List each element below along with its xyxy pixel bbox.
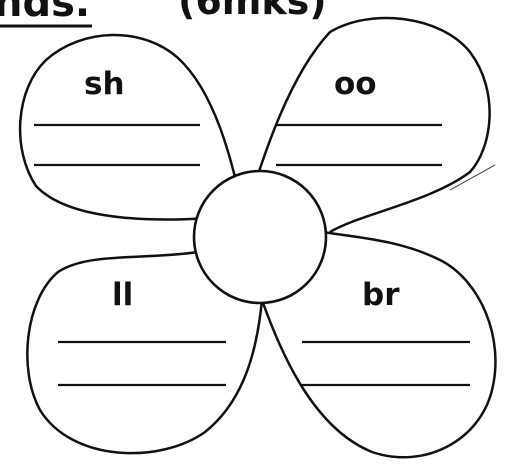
stray-mark xyxy=(449,164,496,191)
petal-outline xyxy=(260,230,497,459)
petal-label-br: br xyxy=(362,277,400,313)
header-right-text: (6mks) xyxy=(178,0,327,23)
petal-outline xyxy=(243,16,491,234)
petal-top-left: sh xyxy=(18,33,246,221)
flower-center xyxy=(192,169,328,305)
petal-label-ll: ll xyxy=(112,277,133,313)
petal-top-right: oo xyxy=(243,16,496,234)
header: nds. (6mks) xyxy=(0,0,327,28)
petal-outline xyxy=(26,250,264,455)
petal-bottom-right: br xyxy=(260,230,497,459)
header-left-text: nds. xyxy=(0,0,90,26)
petal-outline xyxy=(18,33,246,221)
petal-label-sh: sh xyxy=(84,66,125,102)
petal-label-oo: oo xyxy=(334,66,377,102)
petal-bottom-left: ll xyxy=(26,250,264,455)
